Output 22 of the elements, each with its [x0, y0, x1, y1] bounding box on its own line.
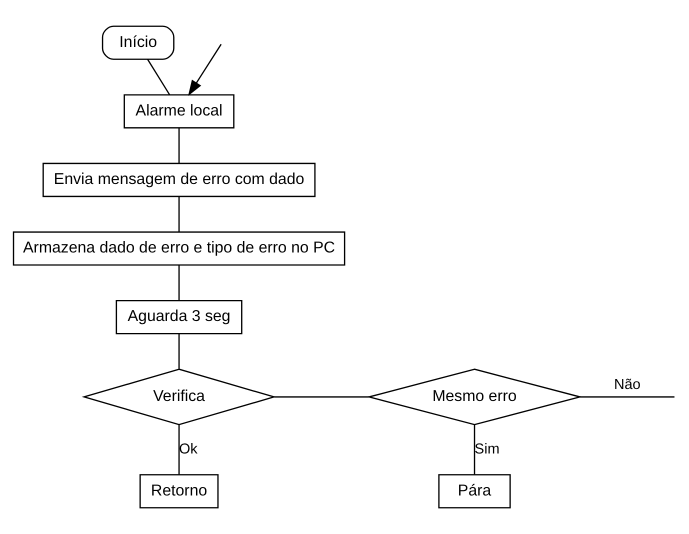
node-box: Retorno [139, 474, 219, 508]
node-box: Pára [438, 474, 511, 508]
connector [178, 334, 180, 369]
connector [178, 128, 180, 164]
connector [580, 396, 674, 398]
connector [274, 396, 369, 398]
edge-label: Ok [179, 441, 198, 458]
edge-label: Sim [474, 441, 500, 458]
node-diamond: Mesmo erro [366, 368, 583, 426]
arrow [188, 44, 222, 96]
connector [178, 265, 180, 301]
node-box: Envia mensagem de erro com dado [42, 162, 316, 198]
node-box: Início [102, 26, 174, 60]
node-box: Aguarda 3 seg [116, 300, 242, 334]
connector [474, 424, 476, 474]
node-box: Alarme local [124, 94, 234, 128]
edge-label: Não [614, 376, 641, 393]
node-box: Armazena dado de erro e tipo de erro no PC [12, 231, 346, 266]
node-diamond: Verifica [82, 368, 276, 426]
connector [178, 196, 180, 232]
connector [147, 59, 170, 96]
connector [178, 424, 180, 474]
